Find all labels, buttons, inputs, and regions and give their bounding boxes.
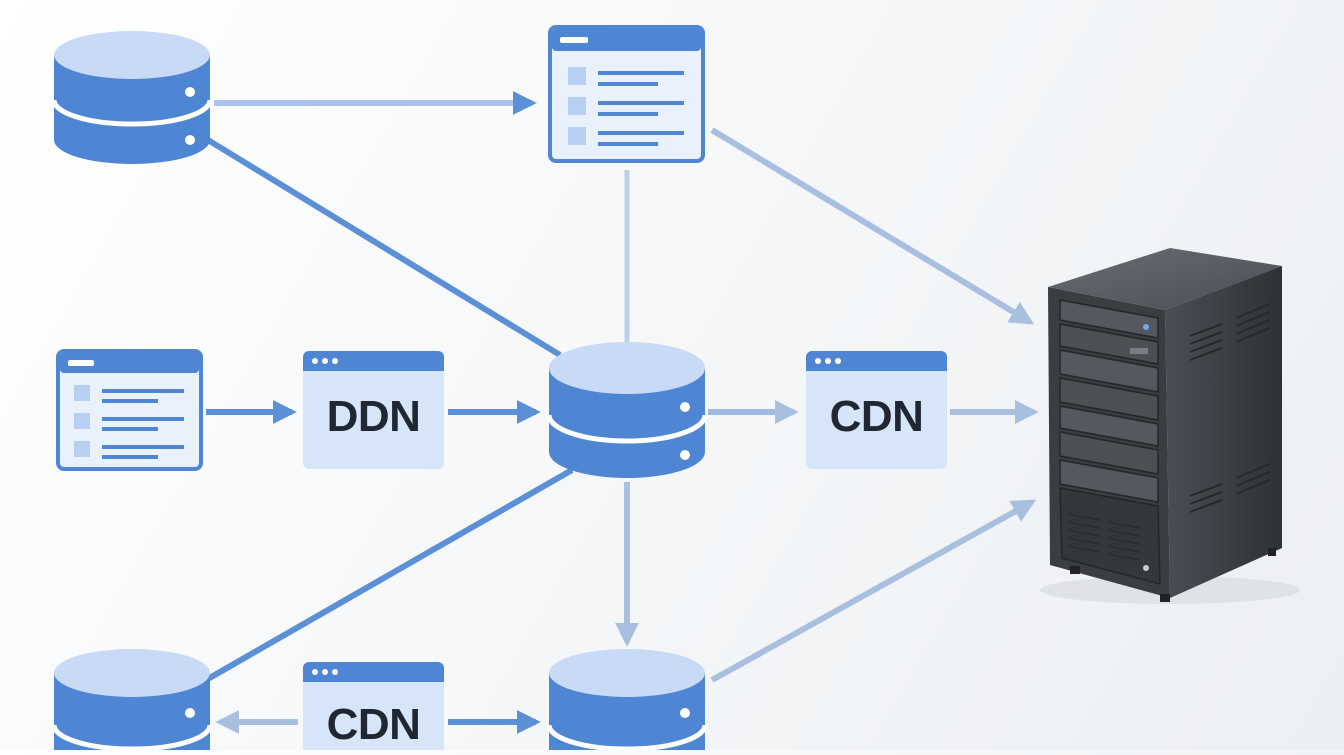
browser-window-icon bbox=[303, 662, 444, 755]
database-icon bbox=[51, 31, 213, 164]
edge-doctop-to-server bbox=[710, 127, 1035, 325]
database-icon bbox=[546, 649, 708, 755]
database-icon bbox=[546, 342, 708, 478]
cdn-label-bottom: CDN bbox=[326, 700, 421, 749]
document-window-icon bbox=[56, 349, 203, 471]
edge-dbtopleft-to-dbcenter bbox=[206, 137, 562, 358]
document-window-icon bbox=[548, 25, 705, 163]
server-tower-icon bbox=[1040, 248, 1300, 604]
cdn-label-right: CDN bbox=[829, 392, 924, 441]
browser-window-icon bbox=[806, 351, 947, 469]
connectors bbox=[204, 91, 1039, 734]
edge-dbcenter-to-dbbottomleft bbox=[204, 467, 574, 683]
edge-dbbottomcenter-to-server bbox=[710, 499, 1037, 683]
browser-window-icon bbox=[303, 351, 444, 469]
database-icon bbox=[51, 649, 213, 755]
ddn-label: DDN bbox=[326, 392, 421, 441]
